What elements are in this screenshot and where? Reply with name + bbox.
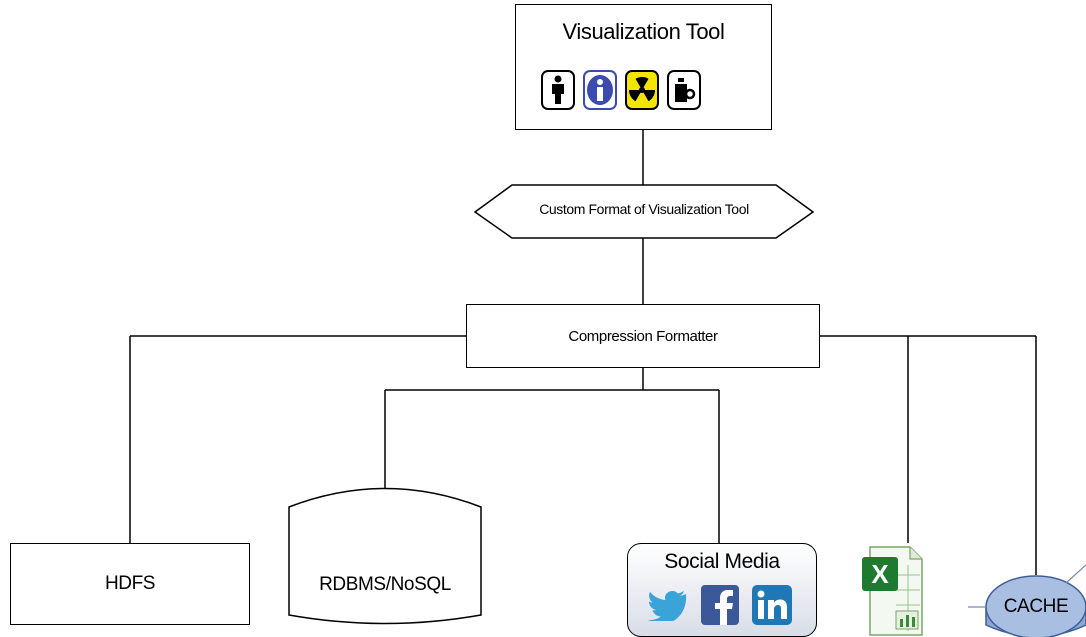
cache-disk	[968, 564, 1086, 637]
svg-text:X: X	[871, 559, 889, 589]
visualization-tool-title: Visualization Tool	[562, 19, 725, 44]
person-icon[interactable]	[541, 70, 575, 110]
hdfs-label: HDFS	[104, 573, 156, 594]
social-media-box: Social Media	[627, 543, 817, 637]
custom-format-label: Custom Format of Visualization Tool	[539, 201, 749, 217]
excel-icon: X	[862, 546, 923, 636]
linkedin-icon[interactable]	[751, 584, 793, 626]
compression-formatter-label: Compression Formatter	[568, 327, 718, 345]
visualization-tool-box: Visualization Tool	[515, 4, 772, 130]
twitter-icon[interactable]	[647, 584, 689, 626]
cache-label: CACHE	[1003, 596, 1069, 617]
social-media-title: Social Media	[664, 550, 780, 573]
radiation-icon[interactable]	[625, 70, 659, 110]
hdfs-box: HDFS	[10, 543, 250, 625]
compression-formatter-box: Compression Formatter	[466, 304, 820, 368]
rdbms-cylinder	[288, 487, 482, 625]
rdbms-label: RDBMS/NoSQL	[319, 574, 451, 595]
mug-icon[interactable]	[667, 70, 701, 110]
info-icon[interactable]	[583, 70, 617, 110]
facebook-icon[interactable]	[699, 584, 741, 626]
custom-format-shape	[473, 184, 815, 239]
